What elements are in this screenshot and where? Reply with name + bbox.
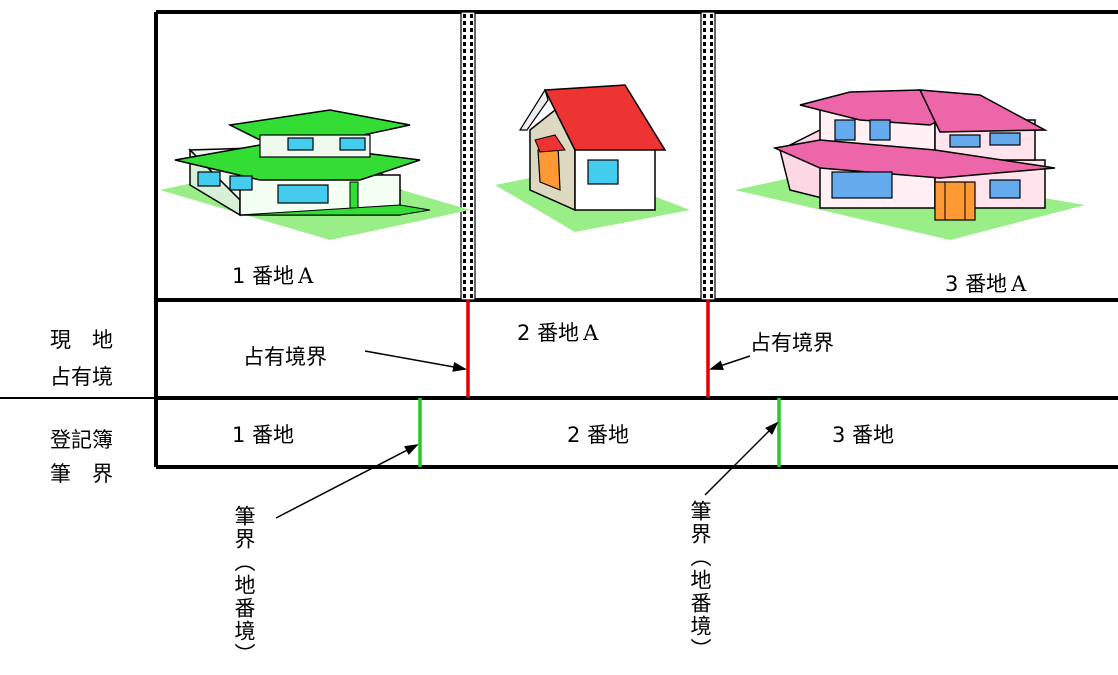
arrow-boundary-left	[275, 444, 419, 519]
fence-right	[700, 11, 716, 301]
arrow-boundary-right	[704, 421, 779, 496]
house-green-image	[160, 109, 470, 240]
fence-left	[460, 11, 476, 301]
occupation-boundary-label-right: 占有境界	[750, 331, 834, 355]
arrow-occupation-left	[364, 350, 467, 372]
occupation-boundary-label-left: 占有境界	[243, 345, 327, 369]
registry-parcel-1-label: 1 番地	[232, 423, 294, 447]
row-label-toki-line1: 登記簿	[50, 428, 113, 452]
house-pink-image	[735, 89, 1085, 240]
registry-parcel-3-label: 3 番地	[832, 423, 894, 447]
arrow-occupation-right	[709, 355, 751, 370]
row-label-toki-line2: 筆 界	[50, 462, 113, 486]
boundary-label-right: 筆界（地番境）	[688, 500, 712, 661]
row-label-genchi-line1: 現 地	[50, 328, 113, 352]
house-red-image	[495, 84, 690, 232]
boundary-label-left: 筆界（地番境）	[232, 505, 256, 666]
registry-parcel-2-label: 2 番地	[567, 423, 629, 447]
diagram-frame	[154, 10, 1118, 469]
row-label-genchi-line2: 占有境	[50, 365, 113, 389]
